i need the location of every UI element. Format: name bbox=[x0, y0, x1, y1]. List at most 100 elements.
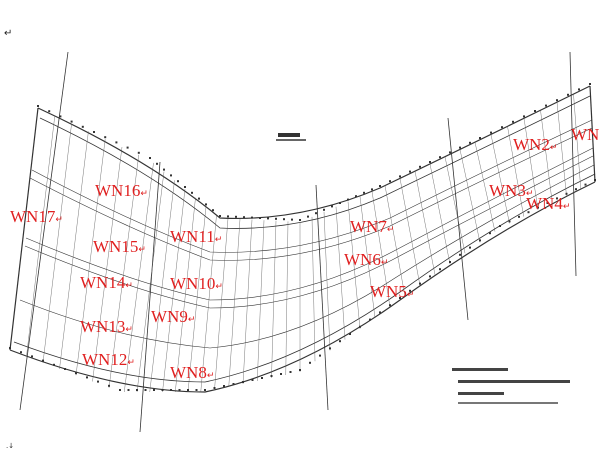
edge-tick bbox=[119, 389, 121, 391]
edge-tick bbox=[339, 340, 341, 343]
edge-tick bbox=[501, 126, 503, 129]
edge-tick bbox=[9, 347, 11, 349]
edge-tick bbox=[70, 120, 73, 123]
edge-tick bbox=[163, 168, 165, 171]
transverse-line bbox=[242, 219, 253, 385]
edge-tick bbox=[565, 192, 568, 195]
edge-tick bbox=[371, 188, 373, 191]
transverse-line bbox=[311, 216, 316, 362]
transverse-line bbox=[136, 171, 165, 393]
label-wn12: WN12↵ bbox=[82, 350, 135, 369]
bottom-mark: .↓ bbox=[6, 442, 14, 450]
label-wn6: WN6↵ bbox=[344, 250, 388, 269]
edge-tick bbox=[251, 379, 254, 381]
edge-tick bbox=[232, 383, 235, 385]
edge-tick bbox=[75, 372, 77, 375]
edge-tick bbox=[419, 282, 421, 285]
edge-tick bbox=[289, 371, 292, 373]
transverse-line bbox=[149, 180, 175, 393]
edge-tick bbox=[369, 318, 371, 321]
label-wn13: WN13↵ bbox=[80, 317, 133, 336]
edge-tick bbox=[309, 361, 311, 364]
edge-tick bbox=[261, 377, 263, 379]
edge-tick bbox=[177, 180, 179, 183]
edge-tick bbox=[389, 180, 391, 183]
edge-tick bbox=[439, 268, 441, 271]
edge-tick bbox=[227, 215, 229, 218]
transverse-line bbox=[285, 221, 289, 376]
edge-tick bbox=[399, 175, 401, 178]
edge-tick bbox=[459, 253, 461, 256]
edge-tick bbox=[136, 389, 138, 391]
label-wn5: WN5↵ bbox=[370, 282, 414, 301]
edge-tick bbox=[20, 351, 22, 354]
edge-tick bbox=[219, 215, 221, 217]
label-wn14: WN14↵ bbox=[80, 273, 133, 292]
edge-tick bbox=[409, 170, 411, 173]
edge-tick bbox=[37, 105, 39, 107]
transverse-line bbox=[347, 201, 361, 329]
label-wn15: WN15↵ bbox=[93, 237, 146, 256]
edge-tick bbox=[589, 83, 591, 85]
edge-tick bbox=[315, 212, 317, 215]
edge-tick bbox=[31, 355, 33, 358]
edge-tick bbox=[512, 120, 514, 123]
edge-tick bbox=[489, 232, 491, 235]
edge-tick bbox=[108, 384, 110, 387]
edge-tick bbox=[429, 275, 431, 278]
edge-tick bbox=[86, 376, 88, 379]
transverse-line bbox=[92, 146, 123, 382]
edge-tick bbox=[490, 131, 492, 134]
edge-tick bbox=[259, 217, 261, 219]
label-wn16: WN16↵ bbox=[95, 181, 148, 200]
transverse-line bbox=[162, 188, 186, 393]
edge-tick bbox=[449, 261, 451, 263]
edge-tick bbox=[251, 216, 253, 219]
transverse-lines bbox=[9, 83, 596, 393]
edge-tick bbox=[97, 380, 99, 383]
transverse-line bbox=[257, 220, 265, 382]
edge-tick bbox=[115, 141, 118, 144]
label-wn2: WN2↵ bbox=[513, 135, 557, 154]
edge-tick bbox=[243, 216, 245, 219]
edge-tick bbox=[355, 195, 357, 198]
transverse-line bbox=[540, 110, 553, 203]
corner-mark: ↵ bbox=[4, 28, 12, 39]
edge-tick bbox=[204, 389, 206, 391]
label-wn1: WN1↵ bbox=[571, 125, 600, 144]
transverse-line bbox=[187, 206, 207, 393]
edge-tick bbox=[379, 311, 381, 314]
edge-tick bbox=[329, 347, 331, 350]
transverse-line bbox=[59, 131, 89, 369]
transverse-line bbox=[200, 215, 217, 393]
label-wn8: WN8↵ bbox=[170, 363, 214, 382]
edge-tick bbox=[331, 205, 333, 208]
transverse-line bbox=[228, 218, 241, 388]
edge-tick bbox=[469, 141, 471, 144]
edge-tick bbox=[195, 389, 198, 391]
edge-tick bbox=[319, 354, 321, 357]
strip-lines bbox=[19, 119, 595, 349]
edge-tick bbox=[267, 217, 269, 220]
edge-tick bbox=[149, 157, 151, 159]
edge-tick bbox=[205, 203, 207, 206]
edge-tick bbox=[459, 146, 461, 149]
transverse-line bbox=[271, 220, 277, 379]
transverse-line bbox=[414, 171, 436, 275]
notes-block bbox=[452, 368, 570, 404]
edge-tick bbox=[283, 218, 285, 221]
edge-tick bbox=[153, 389, 155, 391]
edge-tick bbox=[537, 206, 539, 209]
edge-tick bbox=[59, 115, 62, 118]
edge-tick bbox=[499, 225, 501, 227]
edge-tick bbox=[594, 179, 596, 181]
label-wn3: WN3↵ bbox=[489, 181, 533, 200]
edge-tick bbox=[307, 215, 309, 218]
transverse-line bbox=[124, 162, 154, 393]
edge-tick bbox=[42, 359, 44, 362]
edge-tick bbox=[399, 297, 401, 299]
transverse-line bbox=[26, 115, 55, 357]
label-wn9: WN9↵ bbox=[151, 307, 195, 326]
transverse-line bbox=[108, 154, 139, 388]
